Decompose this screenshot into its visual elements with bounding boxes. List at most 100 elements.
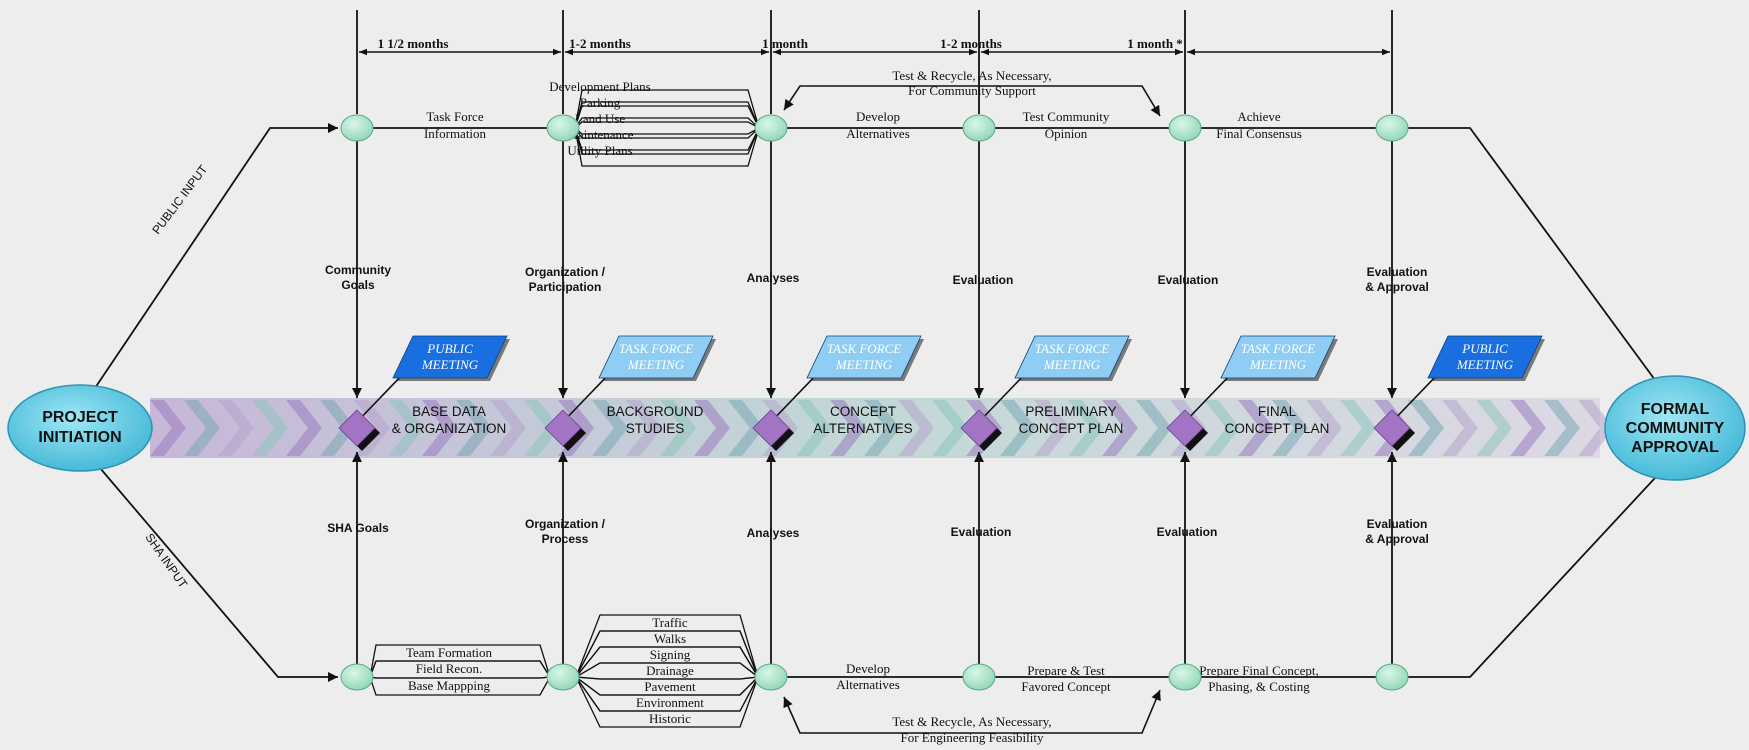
- upper-label-line2: Goals: [341, 278, 375, 292]
- top-node: [1375, 114, 1409, 142]
- stage-label-line2: CONCEPT PLAN: [1019, 421, 1124, 436]
- duration-label-1: 1 1/2 months: [378, 36, 449, 51]
- bottom-node: [546, 663, 580, 691]
- band-chevron: [1238, 400, 1274, 456]
- lower-label-line1: Organization /: [525, 517, 606, 531]
- bottom-list-item: Walks: [654, 631, 686, 646]
- flag-label-line1: TASK FORCE: [1035, 341, 1110, 356]
- top-feedback-line2: For Community Support: [908, 83, 1036, 98]
- bottom-seg4-line2: Favored Concept: [1021, 679, 1111, 694]
- end-line2: COMMUNITY: [1626, 420, 1725, 437]
- band-chevron: [422, 400, 458, 456]
- flag-label-line1: TASK FORCE: [619, 341, 694, 356]
- bottom-list-item: Team Formation: [406, 645, 493, 660]
- band-chevron: [558, 400, 594, 456]
- top-seg1-line2: Information: [424, 126, 487, 141]
- task-force-meeting-flag: [1014, 335, 1130, 379]
- upper-label-line1: Community: [325, 263, 391, 277]
- top-seg1-line1: Task Force: [426, 109, 483, 124]
- bottom-seg5-line2: Phasing, & Costing: [1208, 679, 1310, 694]
- bottom-list-item: Signing: [650, 647, 691, 662]
- band-chevron: [1306, 400, 1342, 456]
- nodes: [340, 114, 1409, 691]
- band-chevron: [592, 400, 628, 456]
- top-seg5-line2: Final Consensus: [1216, 126, 1302, 141]
- lower-label-line2: & Approval: [1365, 532, 1429, 546]
- task-force-meeting-flag: [806, 335, 922, 379]
- top-seg3-line1: Develop: [856, 109, 900, 124]
- flag-label-line1: TASK FORCE: [827, 341, 902, 356]
- progress-band: [150, 398, 1614, 458]
- band-chevron: [864, 400, 900, 456]
- top-node: [1168, 114, 1202, 142]
- upper-label-line1: Organization /: [525, 265, 606, 279]
- bottom-seg3-line2: Alternatives: [836, 677, 900, 692]
- flag-label-line2: MEETING: [1249, 357, 1307, 372]
- band-chevron: [1034, 400, 1070, 456]
- band-chevron: [184, 400, 220, 456]
- upper-vertical-labels: Community Goals Organization / Participa…: [325, 263, 1429, 294]
- bottom-feedback-line2: For Engineering Feasibility: [901, 730, 1044, 745]
- sha-input-arrow: [99, 467, 338, 682]
- top-seg4-line1: Test Community: [1023, 109, 1110, 124]
- task-force-meeting-flag: [598, 335, 714, 379]
- bottom-seg5-line1: Prepare Final Concept,: [1199, 663, 1319, 678]
- lower-label-line2: Process: [542, 532, 589, 546]
- bottom-node: [340, 663, 374, 691]
- band-chevron: [1136, 400, 1172, 456]
- start-line2: INITIATION: [38, 429, 121, 446]
- band-chevron: [252, 400, 288, 456]
- public-input-label: PUBLIC INPUT: [149, 162, 210, 237]
- bottom-seg2-list: Traffic Walks Signing Drainage Pavement …: [636, 615, 704, 726]
- band-chevron: [1272, 400, 1308, 456]
- top-node: [962, 114, 996, 142]
- bottom-seg4-line1: Prepare & Test: [1027, 663, 1105, 678]
- flag-label-line2: MEETING: [835, 357, 893, 372]
- top-seg3-line2: Alternatives: [846, 126, 910, 141]
- end-line1: FORMAL: [1641, 401, 1710, 418]
- bottom-node: [962, 663, 996, 691]
- to-approval-line-bottom: [1405, 477, 1656, 678]
- upper-label-line1: Evaluation: [1367, 265, 1428, 279]
- project-initiation-oval: PROJECT INITIATION: [7, 384, 153, 472]
- bottom-list-item: Pavement: [644, 679, 696, 694]
- top-node: [754, 114, 788, 142]
- duration-label-2: 1-2 months: [569, 36, 631, 51]
- stage-label-line1: BACKGROUND: [607, 404, 704, 419]
- band-chevron: [796, 400, 832, 456]
- flag-label-line1: TASK FORCE: [1241, 341, 1316, 356]
- upper-label-line2: Participation: [529, 280, 602, 294]
- band-chevron: [626, 400, 662, 456]
- bottom-node: [1168, 663, 1202, 691]
- band-chevron: [218, 400, 254, 456]
- public-meeting-flag: [392, 335, 508, 379]
- band-chevron: [490, 400, 526, 456]
- band-chevron: [286, 400, 322, 456]
- stage-label-line1: CONCEPT: [830, 404, 896, 419]
- milestone-diamond: [1166, 409, 1204, 447]
- band-chevron: [1204, 400, 1240, 456]
- milestone-diamond: [544, 409, 582, 447]
- band-chevron: [1102, 400, 1138, 456]
- bottom-seg1-list: Team Formation Field Recon. Base Mapppin…: [406, 645, 493, 693]
- top-list-item: Utility Plans: [567, 143, 632, 158]
- lower-label-line1: Evaluation: [1367, 517, 1428, 531]
- band-chevron: [1068, 400, 1104, 456]
- lower-label-line1: Analyses: [747, 526, 800, 540]
- band-chevron: [1000, 400, 1036, 456]
- upper-label-line1: Evaluation: [1158, 273, 1219, 287]
- end-line3: APPROVAL: [1631, 439, 1719, 456]
- duration-label-3: 1 month: [762, 36, 809, 51]
- lower-label-line1: SHA Goals: [327, 521, 389, 535]
- bottom-list-item: Field Recon.: [416, 661, 482, 676]
- lower-vertical-labels: SHA Goals Organization / Process Analyse…: [327, 517, 1429, 546]
- bottom-feedback-loop: [783, 689, 1161, 734]
- upper-label-line2: & Approval: [1365, 280, 1429, 294]
- milestone-diamond: [1373, 409, 1411, 447]
- upper-label-line1: Evaluation: [953, 273, 1014, 287]
- flag-label-line1: PUBLIC: [426, 341, 473, 356]
